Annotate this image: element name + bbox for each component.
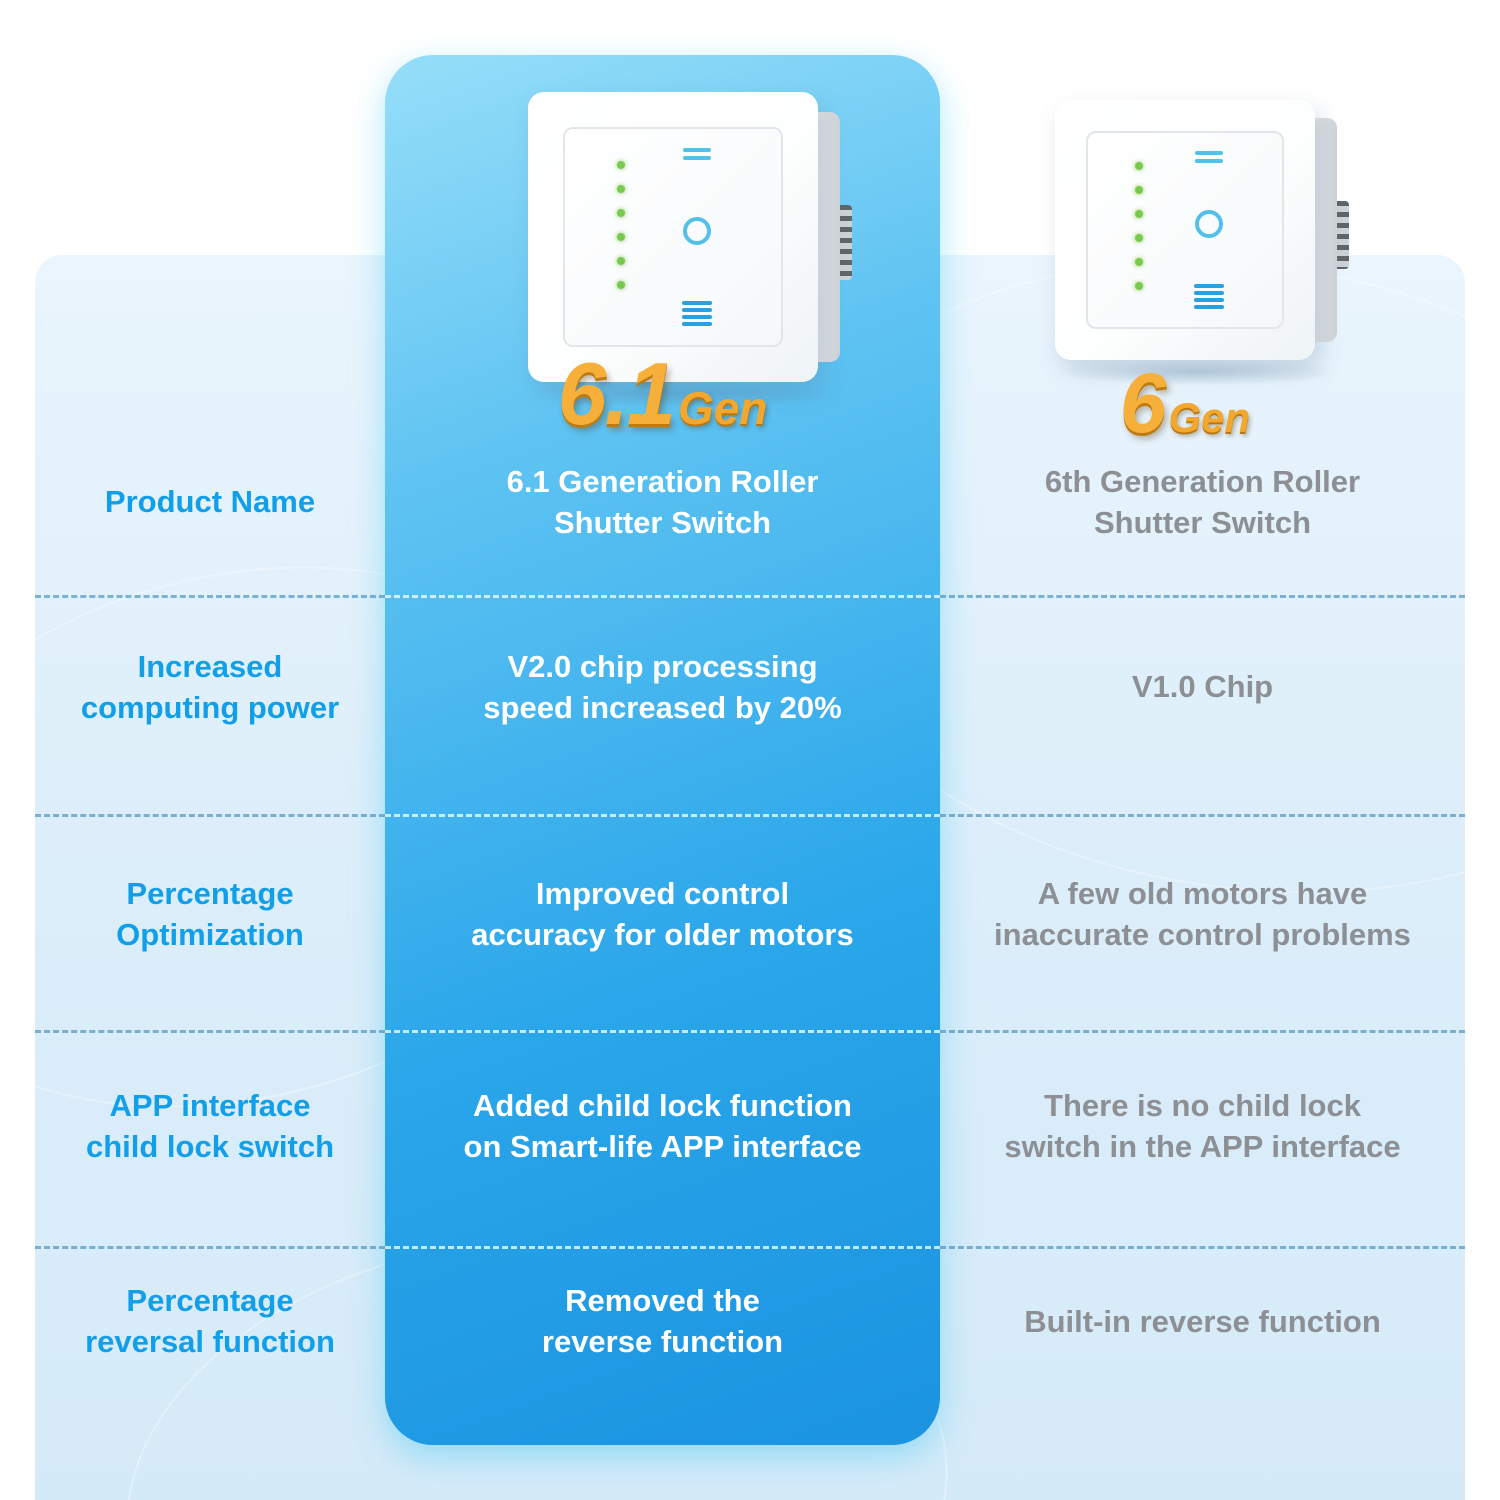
switch-drop-shadow (1055, 358, 1341, 386)
row-label: APP interface child lock switch (85, 1088, 335, 1164)
generation-badge-new: 6.1 Gen (385, 343, 940, 445)
row-product-name: Product Name 6.1 Generation Roller Shutt… (35, 425, 1465, 580)
led-dot (616, 161, 625, 170)
new-product-value: V2.0 chip processing speed increased by … (483, 648, 842, 725)
new-product-value: 6.1 Generation Roller Shutter Switch (506, 463, 819, 540)
led-dot (616, 257, 625, 266)
shutter-up-icon (1194, 150, 1223, 163)
switch-front-panel (528, 92, 818, 382)
row-reversal-function: Percentage reversal function Removed the… (35, 1234, 1465, 1410)
badge-number: 6 (1119, 356, 1167, 450)
led-dot (1134, 234, 1143, 243)
shutter-down-icon (1193, 284, 1224, 310)
old-product-value: 6th Generation Roller Shutter Switch (1044, 463, 1361, 540)
new-product-value: Improved control accuracy for older moto… (471, 876, 854, 952)
switch-touch-area (1086, 131, 1284, 329)
switch-front-panel (1055, 100, 1315, 360)
touch-icons (1189, 150, 1229, 310)
row-divider (35, 814, 1465, 817)
generation-badge-old: 6 Gen (1000, 355, 1370, 452)
old-product-value: Built-in reverse function (1024, 1303, 1381, 1339)
row-label: Product Name (104, 484, 316, 520)
stop-circle-icon (1194, 209, 1223, 238)
badge-suffix: Gen (1168, 394, 1251, 441)
old-product-value: A few old motors have inaccurate control… (994, 876, 1411, 952)
led-dot (1134, 282, 1143, 291)
led-dot (1134, 210, 1143, 219)
touch-icons (677, 148, 717, 326)
row-divider (35, 1246, 1465, 1249)
row-percentage-optimization: Percentage Optimization Improved control… (35, 827, 1465, 1003)
led-indicator (616, 161, 625, 290)
led-dot (1134, 162, 1143, 171)
switch-image-old (1055, 100, 1349, 386)
row-app-child-lock: APP interface child lock switch Added ch… (35, 1039, 1465, 1215)
led-dot (616, 209, 625, 218)
badge-number: 6.1 (557, 344, 676, 443)
switch-touch-area (562, 126, 784, 348)
shutter-down-icon (682, 300, 713, 326)
stop-circle-icon (683, 216, 712, 245)
led-indicator (1134, 162, 1143, 291)
row-computing-power: Increased computing power V2.0 chip proc… (35, 600, 1465, 775)
row-label: Percentage reversal function (85, 1283, 335, 1359)
switch-drop-shadow (528, 380, 847, 408)
old-product-value: There is no child lock switch in the APP… (1004, 1088, 1401, 1164)
led-dot (1134, 258, 1143, 267)
led-dot (616, 281, 625, 290)
new-product-value: Added child lock function on Smart-life … (463, 1088, 862, 1164)
row-divider (35, 595, 1465, 598)
led-dot (1134, 186, 1143, 195)
shutter-up-icon (683, 148, 712, 161)
switch-image-new (528, 92, 852, 408)
row-label: Percentage Optimization (116, 876, 304, 952)
row-label: Increased computing power (80, 648, 340, 725)
led-dot (616, 233, 625, 242)
new-product-value: Removed the reverse function (541, 1283, 784, 1359)
led-dot (616, 185, 625, 194)
row-divider (35, 1030, 1465, 1033)
old-product-value: V1.0 Chip (1131, 669, 1274, 705)
badge-suffix: Gen (677, 382, 768, 434)
